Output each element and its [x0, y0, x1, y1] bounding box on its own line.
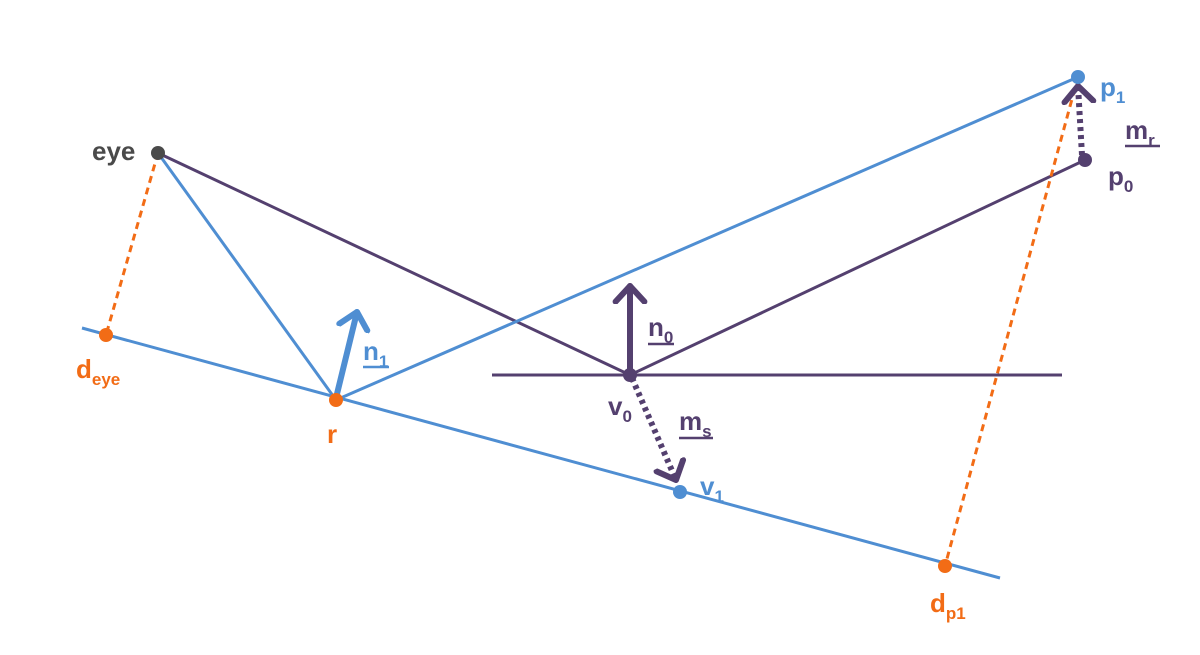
motion-ms-arrow — [629, 376, 676, 480]
motion-mr-arrow — [1078, 86, 1082, 156]
ray-eye-to-r — [156, 152, 338, 401]
label-mr: mr — [1125, 115, 1155, 150]
label-d-p1: dp1 — [930, 588, 966, 623]
point-p0 — [1078, 153, 1092, 167]
distance-line-eye — [104, 152, 160, 336]
point-eye — [151, 146, 165, 160]
point-d-eye — [99, 328, 113, 342]
moved-mirror-plane — [81, 326, 1001, 580]
label-p0: p0 — [1108, 161, 1133, 196]
label-n0: n0 — [648, 312, 673, 347]
label-d-eye: deye — [76, 354, 120, 389]
point-v1 — [673, 485, 687, 499]
label-r: r — [327, 419, 337, 449]
label-p1: p1 — [1100, 72, 1125, 107]
label-eye: eye — [92, 136, 135, 166]
label-v1: v1 — [700, 471, 724, 506]
point-d-p1 — [938, 559, 952, 573]
point-p1 — [1071, 70, 1085, 84]
label-v0: v0 — [608, 391, 632, 426]
point-r — [329, 393, 343, 407]
label-ms: ms — [679, 406, 712, 441]
normal-n1-arrow — [333, 309, 357, 401]
ray-v0-to-p0 — [629, 158, 1086, 377]
ray-r-to-p1 — [335, 75, 1079, 402]
ray-eye-to-v0 — [157, 151, 631, 377]
point-v0 — [623, 368, 637, 382]
distance-line-p1 — [943, 76, 1080, 567]
label-n1: n1 — [363, 336, 388, 371]
